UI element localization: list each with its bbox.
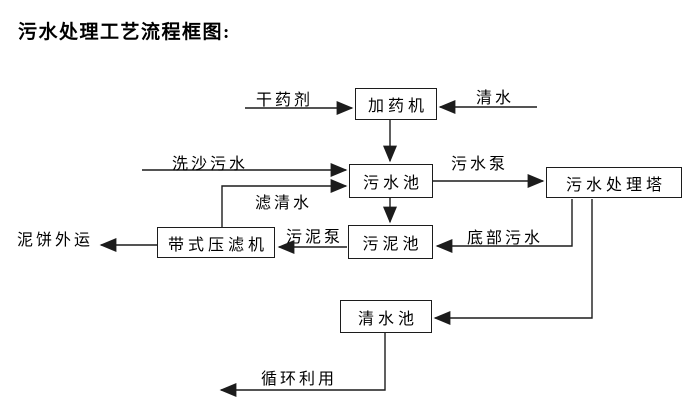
node-dosing-machine: 加药机 (355, 88, 437, 120)
edge-label-sand-wash-sewage: 洗沙污水 (172, 156, 249, 173)
edge-label-sludge-pump: 污泥泵 (286, 229, 344, 246)
arrow-recycle-out (219, 333, 386, 397)
edge-label-clean-water: 清水 (476, 90, 515, 107)
edge-label-filtered-water: 滤清水 (255, 195, 313, 212)
node-belt-filter-press: 带式压滤机 (157, 227, 275, 258)
edge-label-dry-agent: 干药剂 (256, 92, 314, 109)
arrow-bottom-sewage-to-sludge-pool (435, 199, 573, 253)
arrow-filtered-water-to-sewage-pool (221, 179, 348, 227)
node-sewage-pool: 污水池 (349, 164, 433, 198)
arrow-tower-to-clean-pool (433, 199, 593, 325)
edge-label-sewage-pump: 污水泵 (451, 156, 509, 173)
node-clean-water-pool: 清水池 (340, 300, 432, 333)
node-treatment-tower: 污水处理塔 (546, 167, 682, 198)
edge-label-bottom-sewage: 底部污水 (467, 230, 544, 247)
node-sludge-pool: 污泥池 (348, 225, 433, 259)
edge-label-recycle-use: 循环利用 (261, 371, 338, 388)
diagram-title: 污水处理工艺流程框图: (18, 22, 231, 43)
edge-label-mud-cake-out: 泥饼外运 (17, 232, 94, 249)
